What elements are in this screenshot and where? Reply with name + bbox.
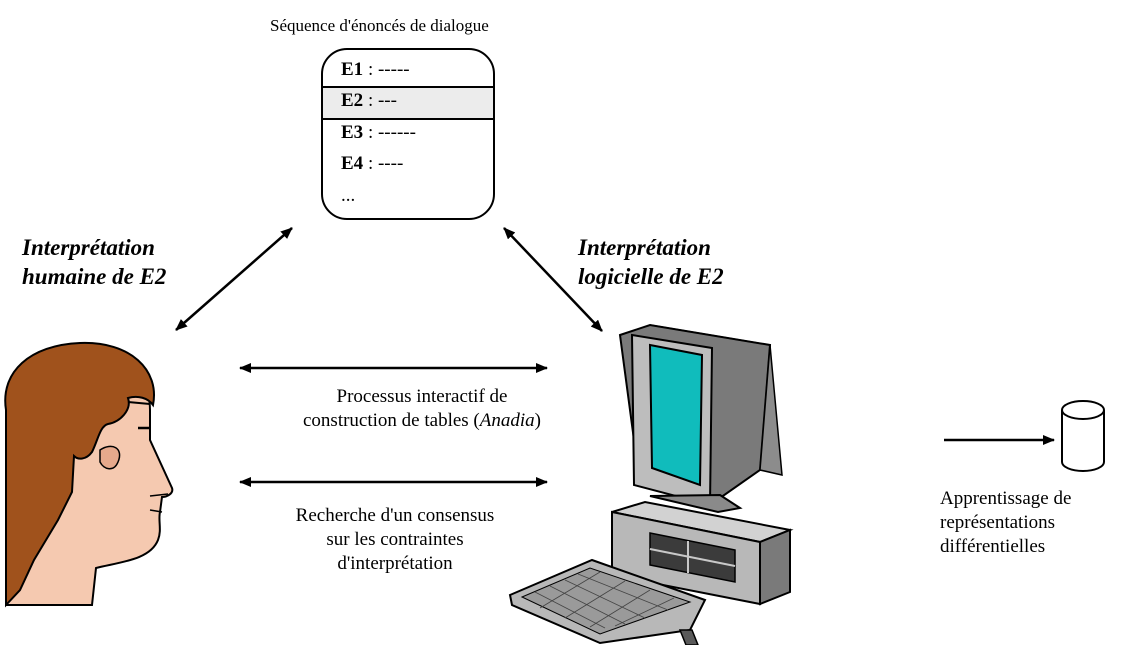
sequence-row-e2: E2 : --- (323, 86, 493, 120)
anadia-name: Anadia (479, 410, 535, 431)
sequence-ellipsis: ... (341, 185, 356, 206)
consensus-line1: Recherche d'un consensus (295, 505, 495, 526)
human-head-icon (4, 341, 174, 608)
row-value: : ----- (363, 59, 410, 80)
learning-line3: différentielles (940, 536, 1046, 557)
learning-label: Apprentissage de représentations différe… (940, 487, 1071, 559)
learning-line2: représentations (940, 512, 1056, 533)
arrow-sequence-to-computer (503, 227, 603, 332)
sequence-row-e3: E3 : ------ (323, 118, 493, 148)
process-line2-prefix: construction de tables ( (303, 410, 480, 431)
consensus-line3: d'interprétation (337, 553, 453, 574)
sequence-title: Séquence d'énoncés de dialogue (270, 16, 489, 35)
software-interpretation-line1: Interprétation (578, 235, 711, 260)
process-line1: Processus interactif de (336, 386, 508, 407)
sequence-row-e1: E1 : ----- (323, 55, 493, 85)
dialogue-sequence-box: E1 : ----- E2 : --- E3 : ------ E4 : ---… (321, 48, 495, 220)
row-value: : --- (363, 90, 397, 111)
database-cylinder-icon (1061, 400, 1105, 472)
row-id: E4 (341, 153, 364, 174)
computer-icon (508, 323, 794, 645)
human-interpretation-line2: humaine de E2 (22, 264, 167, 289)
human-interpretation-line1: Interprétation (22, 235, 155, 260)
consensus-line2: sur les contraintes (326, 529, 464, 550)
process-line2: construction de tables (Anadia) (262, 409, 582, 433)
row-id: E2 (341, 90, 364, 111)
software-interpretation-line2: logicielle de E2 (578, 264, 724, 289)
row-value: : ---- (363, 153, 404, 174)
arrow-human-to-sequence (175, 227, 293, 331)
consensus-label: Recherche d'un consensus sur les contrai… (250, 504, 540, 576)
process-line2-suffix: ) (534, 410, 541, 431)
software-interpretation-label: Interprétation logicielle de E2 (578, 233, 724, 291)
row-id: E3 (341, 122, 364, 143)
process-label: Processus interactif de construction de … (262, 385, 582, 433)
human-interpretation-label: Interprétation humaine de E2 (22, 233, 166, 291)
learning-line1: Apprentissage de (940, 488, 1072, 509)
sequence-row-e4: E4 : ---- (323, 149, 493, 179)
row-id: E1 (341, 59, 364, 80)
row-value: : ------ (363, 122, 416, 143)
